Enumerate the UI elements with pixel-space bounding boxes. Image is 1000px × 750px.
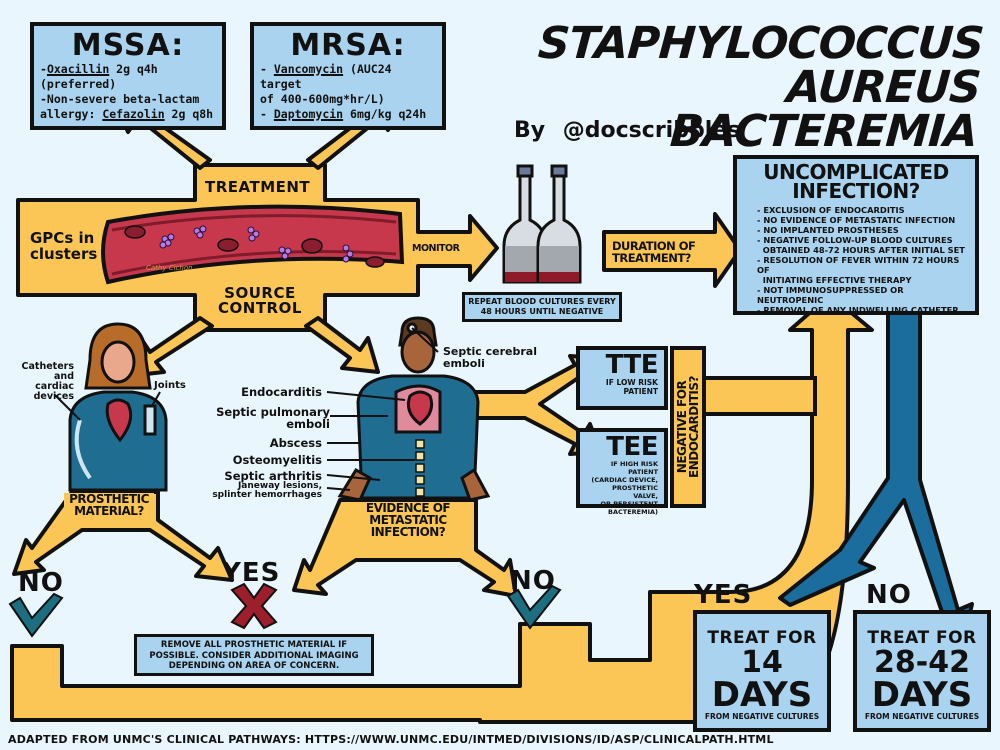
author-handle: @docscribbles <box>562 118 741 143</box>
artist-signature: Cathy Cichon <box>146 264 193 272</box>
uncomplicated-criteria-list: - Exclusion of endocarditis - No evidenc… <box>757 205 967 315</box>
arrow-to-echo <box>413 354 602 456</box>
criterion: - Not immunosuppressed or neutropenic <box>757 285 904 305</box>
metastatic-patient-figure <box>337 316 491 502</box>
negative-endocarditis-label: NEGATIVE FOR ENDOCARDITIS? <box>675 376 701 478</box>
criterion: - Removal of any indwelling catheter <box>757 305 959 315</box>
check-icon-right <box>506 584 562 630</box>
mssa-line-1: -Oxacillin 2g q4h (preferred) <box>40 62 158 91</box>
source-control-label: SOURCE CONTROL <box>218 284 302 317</box>
mrsa-line-3: - Daptomycin 6mg/kg q24h <box>260 107 427 121</box>
prosthetic-yes-label: YES <box>222 558 281 588</box>
janeway-lesions-annotation: Janeway lesions, splinter hemorrhages <box>212 481 322 500</box>
tee-heading: TEE <box>606 432 658 462</box>
osteomyelitis-annotation: Osteomyelitis <box>232 453 322 467</box>
criterion: - No evidence of metastatic infection <box>757 215 956 225</box>
septic-cerebral-emboli-annotation: Septic cerebral emboli <box>443 345 537 370</box>
monitor-label: MONITOR <box>412 243 460 254</box>
catheters-annotation: Catheters and cardiac devices <box>21 361 74 402</box>
criterion: obtained 48-72 hours after initial set <box>757 245 965 255</box>
criterion: - Negative follow-up blood cultures <box>757 235 953 245</box>
prosthetic-material-question: PROSTHETIC MATERIAL? <box>64 493 154 517</box>
criterion: - No implanted prostheses <box>757 225 899 235</box>
treat-28-42-days-box: TREAT FOR 28-42 DAYS FROM NEGATIVE CULTU… <box>853 610 991 732</box>
metastatic-no-label: NO <box>510 566 556 596</box>
metastatic-infection-question: EVIDENCE OF METASTATIC INFECTION? <box>365 501 451 539</box>
duration-label: DURATION OF TREATMENT? <box>612 239 696 265</box>
mrsa-box: MRSA: - Vancomycin (AUC24 target of 400-… <box>250 22 446 130</box>
uncomplicated-infection-box: UNCOMPLICATED INFECTION? - Exclusion of … <box>733 155 979 315</box>
treat-28-42-number: 28-42 <box>874 645 970 680</box>
mrsa-line-2: of 400-600mg*hr/L) <box>260 92 385 106</box>
annotation-leader-lines <box>54 327 439 491</box>
abscess-annotation: Abscess <box>269 436 322 450</box>
byline: By @docscribbles <box>514 118 741 143</box>
uncomplicated-no-label: NO <box>866 580 912 610</box>
negative-endocarditis-box: NEGATIVE FOR ENDOCARDITIS? <box>670 346 706 508</box>
mrsa-heading: MRSA: <box>290 28 406 63</box>
mssa-box: MSSA: -Oxacillin 2g q4h (preferred) -Non… <box>30 22 226 130</box>
tte-box: TTE IF LOW RISK PATIENT <box>576 346 668 410</box>
x-icon <box>230 582 278 630</box>
mssa-line-3: allergy: Cefazolin 2g q8h <box>40 107 214 121</box>
source-footer: ADAPTED FROM UNMC'S CLINICAL PATHWAYS: H… <box>8 733 774 746</box>
tte-heading: TTE <box>605 350 659 380</box>
treat-14-days-box: TREAT FOR 14 DAYS FROM NEGATIVE CULTURES <box>693 610 831 732</box>
gpc-label: GPCs in clusters <box>30 229 98 263</box>
septic-arthritis-annotation: Septic arthritis <box>224 469 322 483</box>
prosthetic-no-label: NO <box>18 568 64 598</box>
tee-box: TEE IF HIGH RISK PATIENT (CARDIAC DEVICE… <box>576 428 668 516</box>
title-line-1: STAPHYLOCOCCUS <box>536 18 985 69</box>
endocarditis-connector <box>698 376 817 416</box>
septic-pulmonary-emboli-annotation: Septic pulmonary emboli <box>216 405 330 431</box>
gpc-clusters <box>159 225 354 263</box>
duration-arrow <box>602 212 742 288</box>
blue-arrow-trunk <box>778 310 974 650</box>
check-icon-left <box>8 592 64 638</box>
criterion: - Resolution of fever within 72 hours of <box>757 255 960 275</box>
criterion: initiating effective therapy <box>757 275 912 285</box>
uncomplicated-yes-label: YES <box>694 580 753 610</box>
blood-culture-bottles <box>502 164 582 284</box>
mssa-heading: MSSA: <box>71 28 185 63</box>
red-blood-cells <box>124 225 385 268</box>
uncomplicated-heading: UNCOMPLICATED INFECTION? <box>763 160 949 203</box>
metastatic-split-arrows <box>292 498 518 598</box>
treat-14-number: 14 <box>741 645 783 680</box>
endocarditis-annotation: Endocarditis <box>241 385 322 399</box>
joints-annotation: Joints <box>154 380 186 391</box>
criterion: - Exclusion of endocarditis <box>757 205 905 215</box>
remove-prosthetic-box: REMOVE ALL PROSTHETIC MATERIAL IF POSSIB… <box>134 634 374 676</box>
treatment-label: TREATMENT <box>205 178 311 196</box>
arrow-to-metastatic-patient <box>304 316 380 374</box>
mssa-line-2: -Non-severe beta-lactam <box>40 92 200 106</box>
blood-cultures-caption: REPEAT BLOOD CULTURES EVERY 48 HOURS UNT… <box>462 292 622 322</box>
prosthetic-patient-figure <box>68 322 168 492</box>
mrsa-line-1: - Vancomycin (AUC24 target <box>260 62 392 91</box>
